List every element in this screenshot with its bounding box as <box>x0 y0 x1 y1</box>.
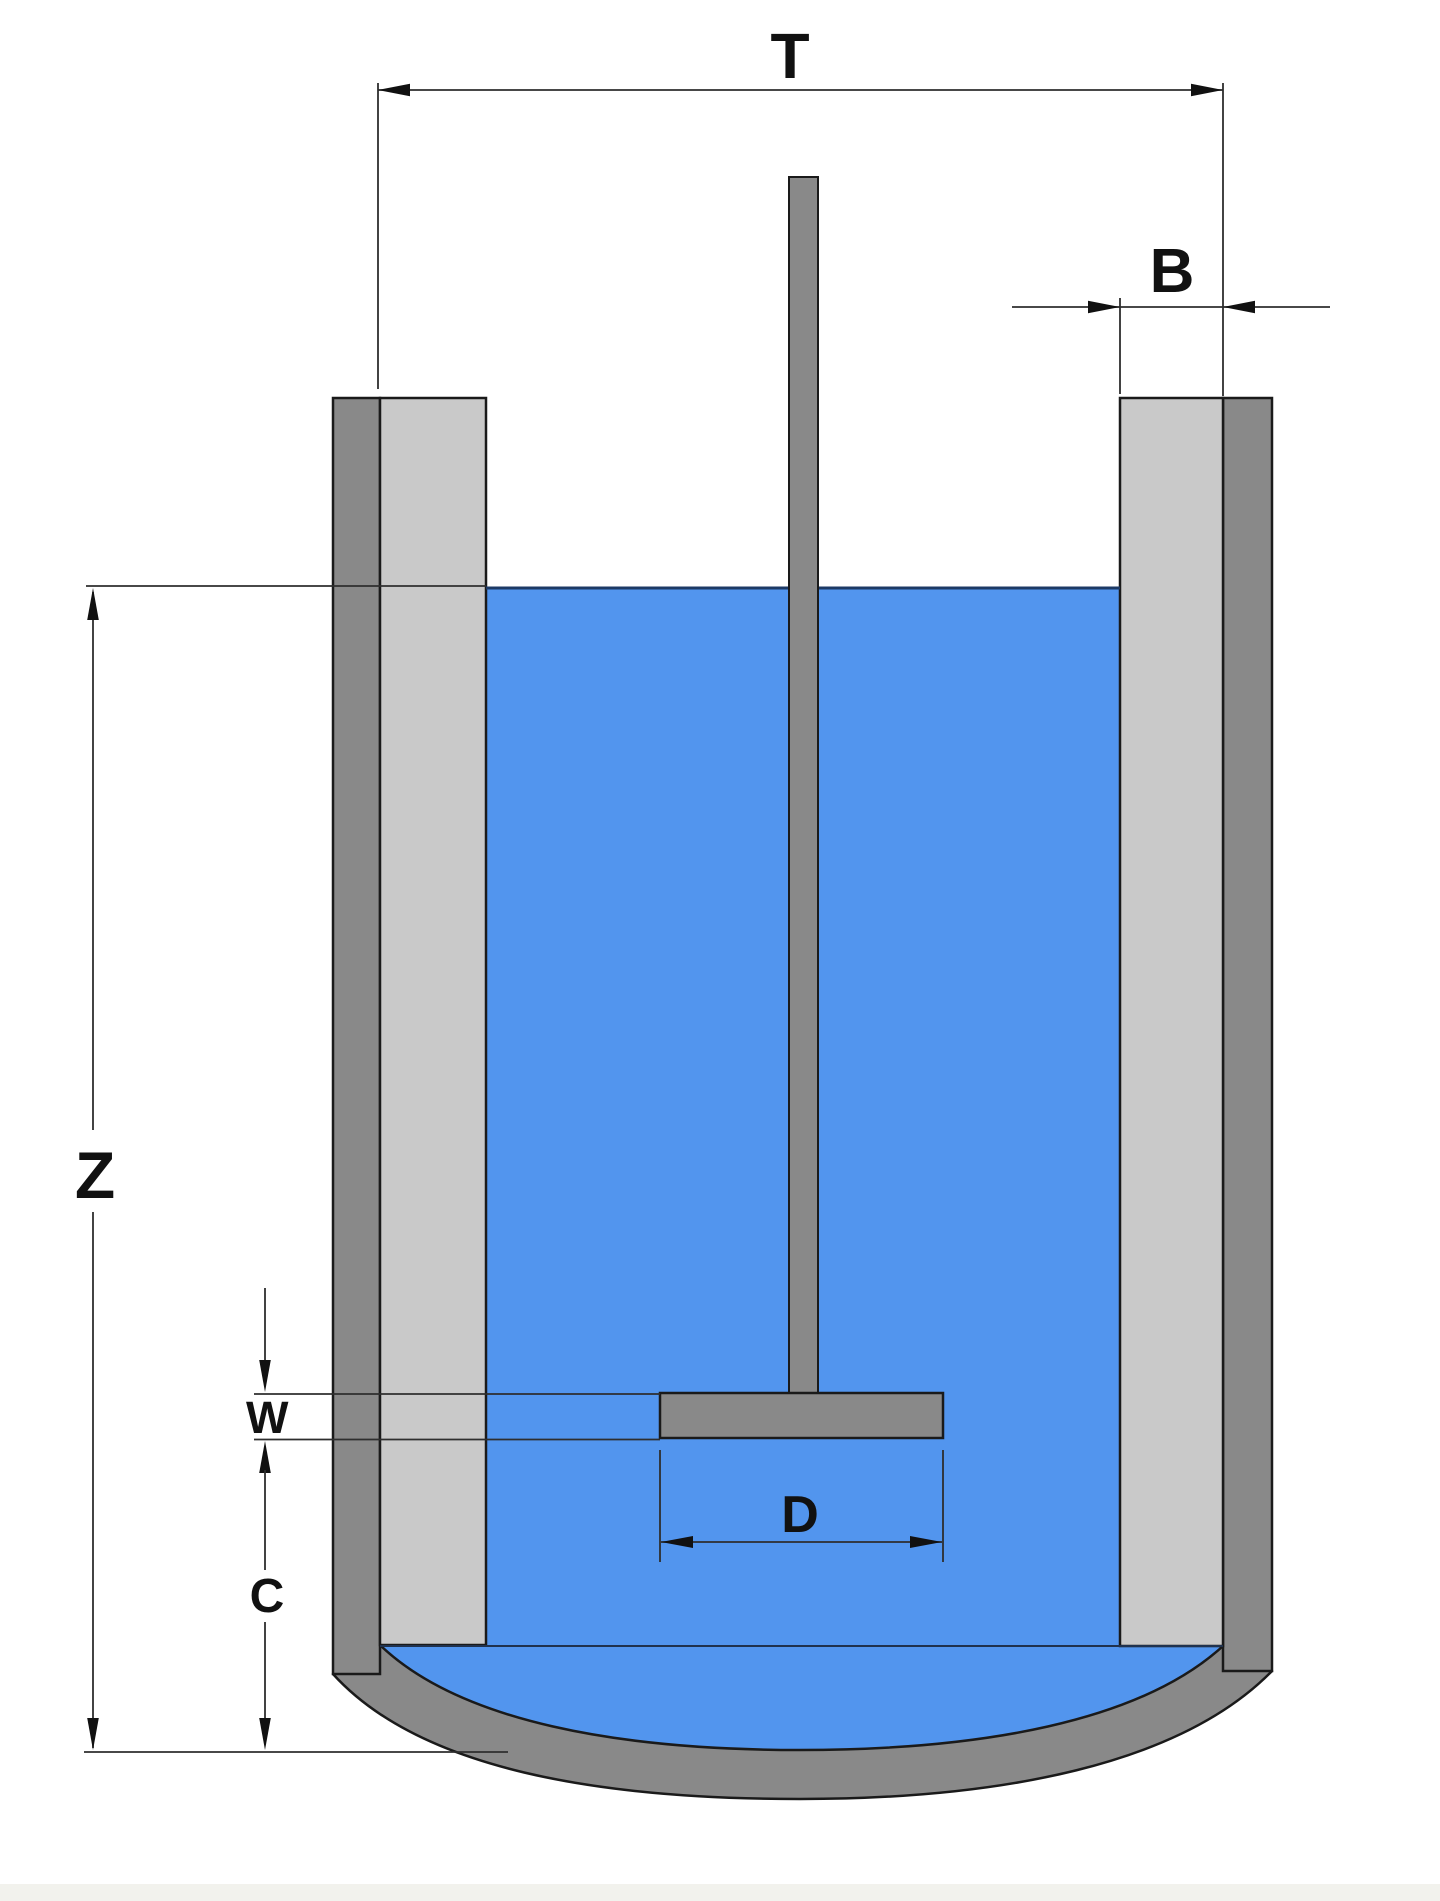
dim-B-arrow-right <box>1223 300 1255 314</box>
dim-label-T: T <box>770 20 809 92</box>
dim-T <box>377 83 1224 396</box>
dim-C <box>259 1470 271 1750</box>
agitator-shaft <box>788 176 819 1396</box>
dim-W-arrow-down <box>259 1360 271 1392</box>
agitator <box>658 176 945 1440</box>
dim-B-arrow-left <box>1088 300 1120 314</box>
impeller-blade <box>658 1391 945 1440</box>
dim-Z <box>84 585 508 1753</box>
dim-label-B: B <box>1150 237 1195 306</box>
dim-label-D: D <box>781 1486 819 1544</box>
dim-T-arrow-right <box>1191 83 1223 97</box>
dim-B <box>1012 298 1330 394</box>
dim-D <box>659 1450 944 1562</box>
dim-label-Z: Z <box>75 1138 115 1212</box>
dim-C-arrow-bottom <box>259 1718 271 1750</box>
baffle-right <box>1118 396 1225 1648</box>
dim-Z-arrow-bottom <box>87 1718 99 1750</box>
tank-wall-right <box>1221 396 1274 1673</box>
dim-label-W: W <box>246 1392 289 1443</box>
dim-D-arrow-right <box>910 1536 942 1548</box>
footer-strip <box>0 1884 1440 1901</box>
baffle-left <box>378 396 488 1647</box>
dim-W <box>254 1288 660 1473</box>
dim-label-C: C <box>250 1570 285 1623</box>
dim-W-arrow-up <box>259 1441 271 1473</box>
tank-wall-left <box>331 396 382 1676</box>
dim-Z-arrow-top <box>87 588 99 620</box>
dim-T-arrow-left <box>378 83 410 97</box>
dim-D-arrow-left <box>661 1536 693 1548</box>
